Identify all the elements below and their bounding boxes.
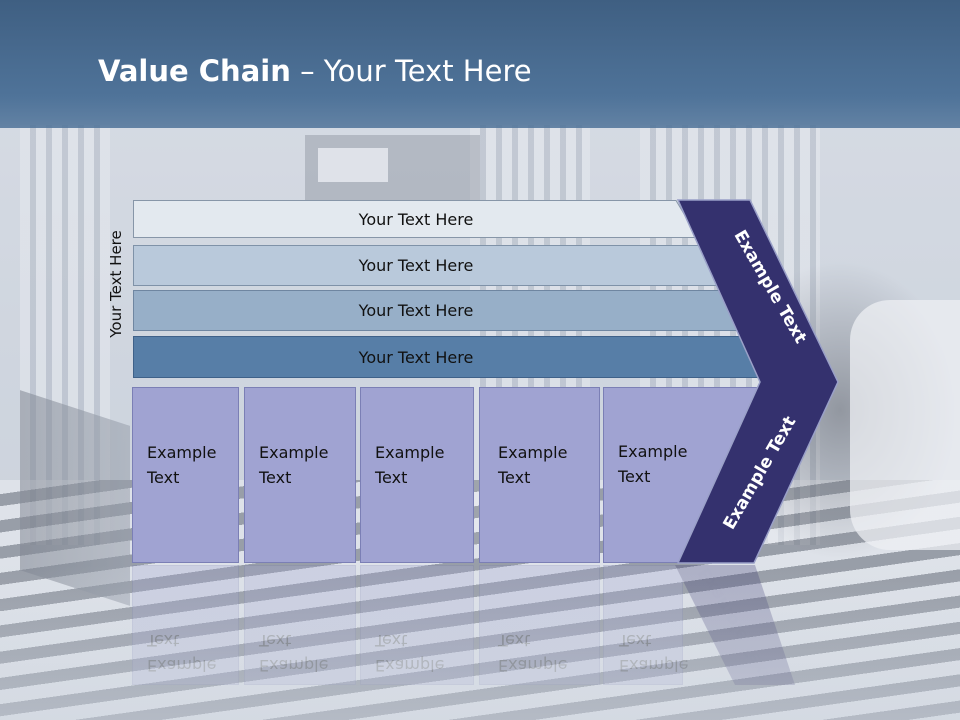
primary-column-3-text: Example Text (375, 440, 444, 490)
slide-title-rest: – Your Text Here (290, 54, 532, 88)
title-band (0, 0, 960, 128)
primary-column-2[interactable]: Example Text (244, 387, 356, 563)
support-bar-3-label: Your Text Here (358, 301, 474, 320)
support-bar-4-label: Your Text Here (358, 347, 474, 367)
slide-title-bold: Value Chain (98, 54, 291, 88)
primary-column-4-text: Example Text (498, 440, 567, 490)
primary-column-1-line1: Example (147, 443, 217, 462)
primary-column-5-line1: Example (618, 442, 688, 461)
reflection-fade (0, 565, 960, 720)
primary-column-4[interactable]: Example Text (479, 387, 600, 563)
primary-column-4-line1: Example (498, 443, 568, 462)
primary-column-3-line2: Text (375, 468, 408, 487)
primary-column-4-line2: Text (498, 468, 531, 487)
margin-chevron[interactable] (670, 198, 845, 568)
primary-column-2-text: Example Text (259, 440, 328, 490)
primary-column-1-line2: Text (147, 468, 180, 487)
primary-column-5-text: Example Text (618, 439, 687, 489)
primary-column-2-line2: Text (259, 468, 292, 487)
primary-column-1-text: Example Text (147, 440, 216, 490)
primary-column-2-line1: Example (259, 443, 329, 462)
slide-title: Value Chain – Your Text Here (98, 54, 532, 88)
support-activities-label: Your Text Here (107, 230, 125, 338)
support-bar-1-label: Your Text Here (358, 209, 474, 229)
primary-column-3[interactable]: Example Text (360, 387, 474, 563)
primary-column-5-line2: Text (618, 467, 651, 486)
primary-column-3-line1: Example (375, 443, 445, 462)
background-pillow (850, 300, 960, 550)
support-bar-2-label: Your Text Here (358, 256, 474, 275)
primary-column-1[interactable]: Example Text (132, 387, 239, 563)
background-window (318, 148, 388, 182)
